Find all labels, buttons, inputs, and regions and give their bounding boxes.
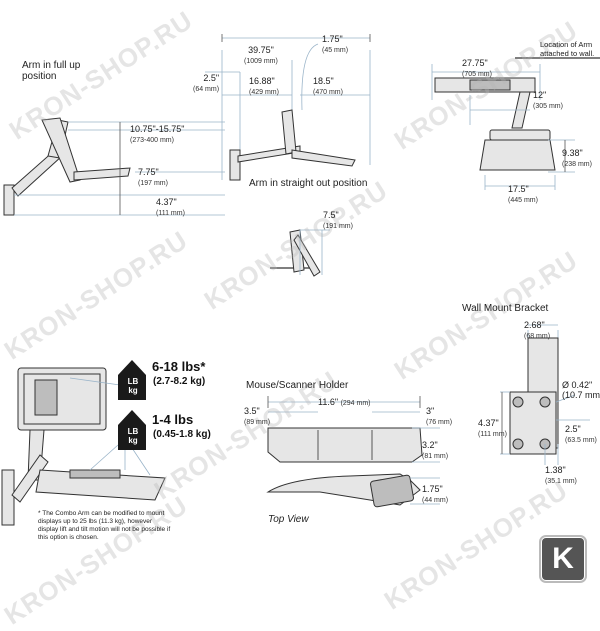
dim-label: 16.88"(429 mm) — [249, 76, 279, 96]
dim-label: 27.75"(705 mm) — [462, 58, 492, 78]
dim-label: 9.38"(238 mm) — [562, 148, 592, 168]
mount-hole — [539, 396, 551, 408]
keyboard-tray — [291, 149, 356, 167]
dim-label: 2.68"(68 mm) — [524, 320, 551, 340]
top-view-caption: Top View — [268, 514, 309, 525]
dim-label: 1.75"(44 mm) — [422, 484, 449, 504]
dim-label: 2.5"(64 mm) — [193, 73, 220, 93]
dim-label: 11.6" (294 mm) — [318, 397, 371, 407]
dim-label: 10.75"-15.75"(273-400 mm) — [130, 124, 185, 144]
label-arm-location: Location of Arm attached to wall. — [540, 40, 595, 58]
shop-logo-letter: K — [552, 542, 574, 575]
wall-mount — [229, 149, 241, 181]
weight-keyboard-value: 1-4 lbs — [152, 412, 194, 427]
dim-label: 1.38"(35.1 mm) — [545, 465, 577, 485]
wall-mount — [1, 469, 15, 526]
technical-drawing — [1, 34, 600, 583]
dim-label: 2.5"(63.5 mm) — [565, 424, 597, 444]
weight-keyboard-kg: (0.45-1.8 kg) — [153, 429, 211, 440]
dim-label: 18.5"(470 mm) — [313, 76, 343, 96]
dim-label: 7.75"(197 mm) — [138, 167, 168, 187]
dim-label: 4.37"(111 mm) — [478, 418, 507, 438]
dim-label: 39.75"(1009 mm) — [244, 45, 278, 65]
dim-label: Ø 0.42"(10.7 mm) — [562, 380, 600, 400]
mouse-holder-drawing — [266, 396, 440, 508]
dim-label: 3"(76 mm) — [426, 406, 453, 426]
wall-mount — [3, 184, 15, 216]
mouse-holder-title: Mouse/Scanner Holder — [246, 380, 349, 391]
vesa-mount — [34, 379, 58, 416]
weight-drawing — [1, 367, 166, 526]
dim-label: 12"(305 mm) — [533, 90, 563, 110]
dim-label: 7.5"(191 mm) — [323, 210, 353, 230]
mount-hole — [512, 438, 524, 450]
keyboard-tray-top — [479, 139, 556, 171]
weight-display-value: 6-18 lbs* — [152, 359, 206, 374]
keyboard-tray — [73, 167, 131, 181]
shop-logo-badge — [542, 538, 584, 580]
dim-label: 3.2"(81 mm) — [422, 440, 449, 460]
weight-icon-display — [118, 360, 146, 400]
keyboard-tray — [35, 469, 166, 501]
wall-bracket-drawing — [500, 324, 590, 465]
wall-bracket-title: Wall Mount Bracket — [462, 303, 549, 314]
arm-straight-out-drawing — [205, 34, 371, 277]
mount-hole — [512, 396, 524, 408]
arm-full-up-drawing — [3, 117, 225, 216]
caption-arm-straight-out: Arm in straight out position — [249, 178, 368, 189]
weight-icon-keyboard — [118, 410, 146, 450]
dim-label: 17.5"(445 mm) — [508, 184, 538, 204]
dim-label: 3.5"(89 mm) — [244, 406, 271, 426]
dim-label: 4.37"(111 mm) — [156, 197, 185, 217]
dim-label: 1.75"(45 mm) — [322, 34, 349, 54]
weight-display-kg: (2.7-8.2 kg) — [153, 376, 206, 387]
weight-footnote: * The Combo Arm can be modified to mount… — [38, 510, 171, 541]
caption-arm-full-up: Arm in full up position — [22, 60, 81, 82]
holder-front — [267, 427, 423, 463]
top-view-right-drawing — [431, 57, 600, 190]
